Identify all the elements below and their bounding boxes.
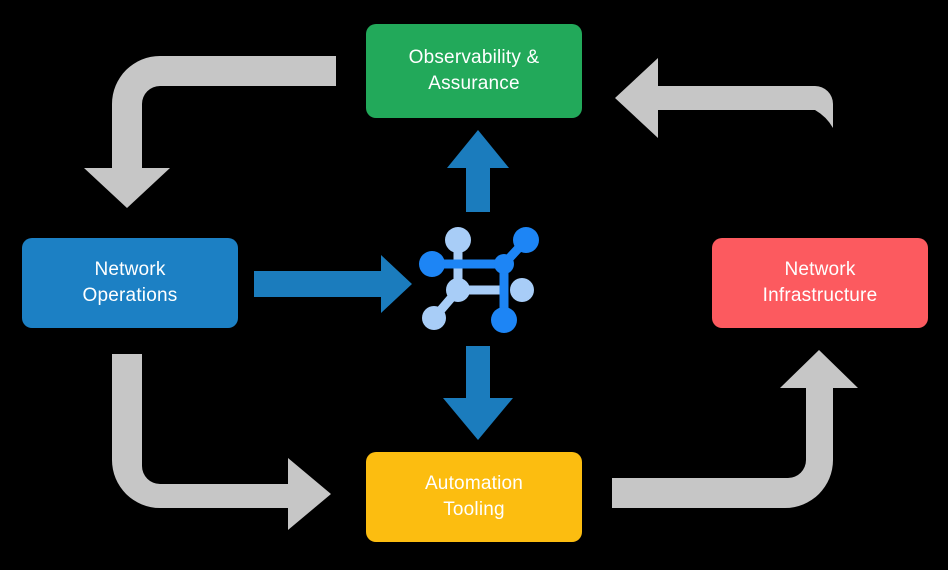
arrow-operations-to-automation [112,354,331,530]
arrow-operations-to-hub [254,255,412,313]
network-graph-light-edges [427,235,509,323]
node-automation-tooling-label: Automation Tooling [424,472,524,520]
arrow-automation-to-infrastructure [612,350,858,508]
node-automation-tooling[interactable]: Automation Tooling [366,452,582,542]
arrow-infrastructure-to-observability [615,58,833,234]
node-network-infrastructure[interactable]: Network Infrastructure [712,238,928,328]
network-graph-dark-nodes [419,227,539,333]
arrow-hub-to-automation [443,346,513,440]
network-graph-light-nodes [422,227,534,330]
node-network-operations[interactable]: Network Operations [22,238,238,328]
node-observability-assurance-label: Observability & Assurance [408,46,540,94]
network-graph-icon [418,218,540,340]
node-network-operations-label: Network Operations [82,258,178,306]
arrow-observability-to-operations [84,56,336,208]
node-observability-assurance[interactable]: Observability & Assurance [366,24,582,118]
node-network-infrastructure-label: Network Infrastructure [762,258,878,306]
arrow-hub-to-observability [447,130,509,212]
